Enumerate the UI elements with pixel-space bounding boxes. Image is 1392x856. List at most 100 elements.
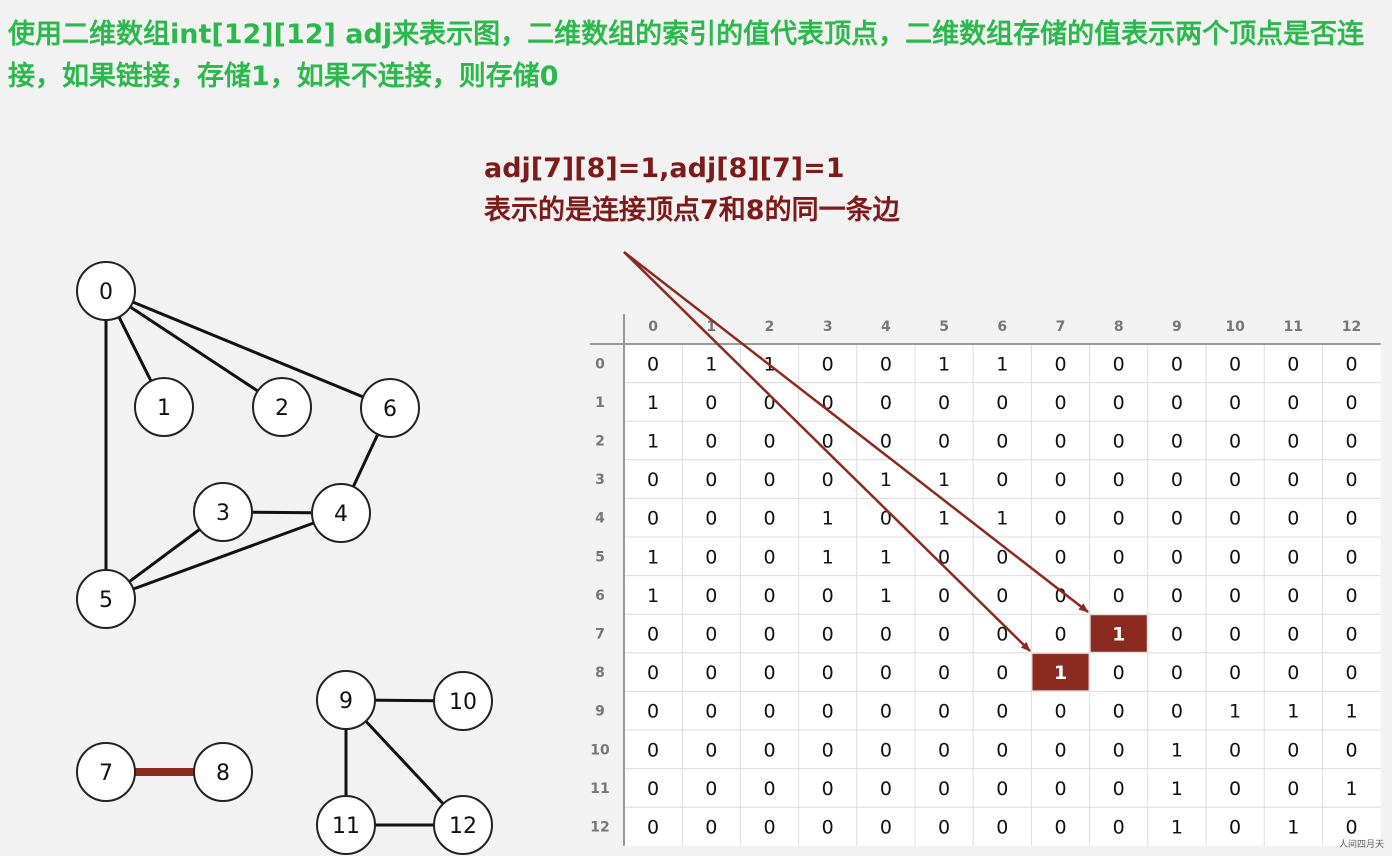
cell-9-3: 0 — [822, 701, 834, 723]
cell-value: 1 — [763, 353, 775, 375]
cell-11-10: 0 — [1229, 778, 1241, 800]
cell-11-5: 0 — [938, 778, 950, 800]
cell-3-10: 0 — [1229, 469, 1241, 491]
cell-value: 0 — [1054, 739, 1066, 761]
cell-6-6: 0 — [996, 585, 1008, 607]
cell-7-11: 0 — [1287, 624, 1299, 646]
node-label: 8 — [216, 761, 230, 786]
cell-4-1: 0 — [705, 508, 717, 530]
cell-12-0: 0 — [647, 817, 659, 839]
cell-value: 0 — [1054, 392, 1066, 414]
cell-value: 0 — [1345, 739, 1357, 761]
cell-value: 0 — [996, 778, 1008, 800]
cell-12-7: 0 — [1054, 817, 1066, 839]
cell-value: 0 — [938, 662, 950, 684]
cell-value: 0 — [938, 392, 950, 414]
cell-value: 0 — [1171, 585, 1183, 607]
annotation-line-2: 表示的是连接顶点7和8的同一条边 — [484, 195, 900, 226]
cell-0-3: 0 — [822, 353, 834, 375]
cell-3-9: 0 — [1171, 469, 1183, 491]
cell-8-6: 0 — [996, 662, 1008, 684]
cell-value: 0 — [1113, 353, 1125, 375]
cell-value: 0 — [1345, 817, 1357, 839]
cell-value: 0 — [822, 701, 834, 723]
cell-value: 0 — [1287, 624, 1299, 646]
cell-value: 0 — [938, 546, 950, 568]
cell-value: 0 — [1113, 431, 1125, 453]
row-label-0: 0 — [595, 356, 605, 372]
cell-6-3: 0 — [822, 585, 834, 607]
cell-value: 1 — [1171, 739, 1183, 761]
cell-value: 1 — [647, 392, 659, 414]
cell-4-9: 0 — [1171, 508, 1183, 530]
cell-value: 0 — [1054, 431, 1066, 453]
cell-value: 0 — [647, 508, 659, 530]
cell-value: 0 — [1229, 469, 1241, 491]
cell-2-11: 0 — [1287, 431, 1299, 453]
cell-value: 0 — [1345, 546, 1357, 568]
cell-2-7: 0 — [1054, 431, 1066, 453]
cell-value: 0 — [996, 469, 1008, 491]
cell-11-1: 0 — [705, 778, 717, 800]
cell-12-8: 0 — [1113, 817, 1125, 839]
edge-0-2 — [105, 289, 283, 409]
cell-8-4: 0 — [880, 662, 892, 684]
cell-7-2: 0 — [763, 624, 775, 646]
cell-value: 0 — [763, 585, 775, 607]
cell-value: 0 — [705, 701, 717, 723]
node-label: 9 — [339, 689, 353, 714]
cell-value: 0 — [705, 546, 717, 568]
column-label-0: 0 — [648, 319, 658, 335]
node-11: 11 — [316, 795, 376, 855]
node-label: 6 — [383, 397, 397, 422]
row-label-8: 8 — [595, 665, 605, 681]
cell-value: 0 — [1171, 392, 1183, 414]
cell-3-6: 0 — [996, 469, 1008, 491]
cell-value: 0 — [1171, 508, 1183, 530]
annotation-line-1: adj[7][8]=1,adj[8][7]=1 — [484, 153, 845, 184]
cell-1-8: 0 — [1113, 392, 1125, 414]
highlight-cell-bg — [1090, 615, 1147, 652]
cell-value: 0 — [822, 431, 834, 453]
cell-2-4: 0 — [880, 431, 892, 453]
cell-value: 0 — [996, 701, 1008, 723]
cell-value: 0 — [822, 585, 834, 607]
cell-value: 0 — [1287, 662, 1299, 684]
cell-value: 0 — [1113, 778, 1125, 800]
cell-value: 0 — [1171, 701, 1183, 723]
cell-value: 0 — [938, 701, 950, 723]
cell-10-6: 0 — [996, 739, 1008, 761]
cell-value: 0 — [1287, 508, 1299, 530]
cell-value: 0 — [996, 585, 1008, 607]
cell-value: 1 — [938, 508, 950, 530]
cell-10-4: 0 — [880, 739, 892, 761]
cell-value: 0 — [938, 624, 950, 646]
cell-8-7: 1 — [1032, 653, 1089, 691]
row-label-11: 11 — [590, 781, 609, 797]
cell-9-7: 0 — [1054, 701, 1066, 723]
watermark: 人间四月天 — [1338, 840, 1384, 850]
cell-value: 0 — [705, 817, 717, 839]
cell-value: 0 — [1229, 585, 1241, 607]
cell-value: 0 — [647, 624, 659, 646]
cell-value: 0 — [880, 353, 892, 375]
cell-value: 0 — [880, 662, 892, 684]
cell-0-4: 0 — [880, 353, 892, 375]
cell-7-4: 0 — [880, 624, 892, 646]
cell-value: 0 — [1113, 508, 1125, 530]
cell-value: 1 — [1287, 701, 1299, 723]
cell-8-12: 0 — [1345, 662, 1357, 684]
cell-value: 0 — [1229, 817, 1241, 839]
column-label-9: 9 — [1172, 319, 1182, 335]
cell-4-12: 0 — [1345, 508, 1357, 530]
cell-2-2: 0 — [763, 431, 775, 453]
node-circle — [76, 569, 136, 629]
cell-value: 0 — [763, 469, 775, 491]
cell-1-12: 0 — [1345, 392, 1357, 414]
cell-value: 0 — [763, 508, 775, 530]
cell-value: 1 — [1229, 701, 1241, 723]
cell-11-7: 0 — [1054, 778, 1066, 800]
cell-12-2: 0 — [763, 817, 775, 839]
cell-9-10: 1 — [1229, 701, 1241, 723]
cell-9-4: 0 — [880, 701, 892, 723]
